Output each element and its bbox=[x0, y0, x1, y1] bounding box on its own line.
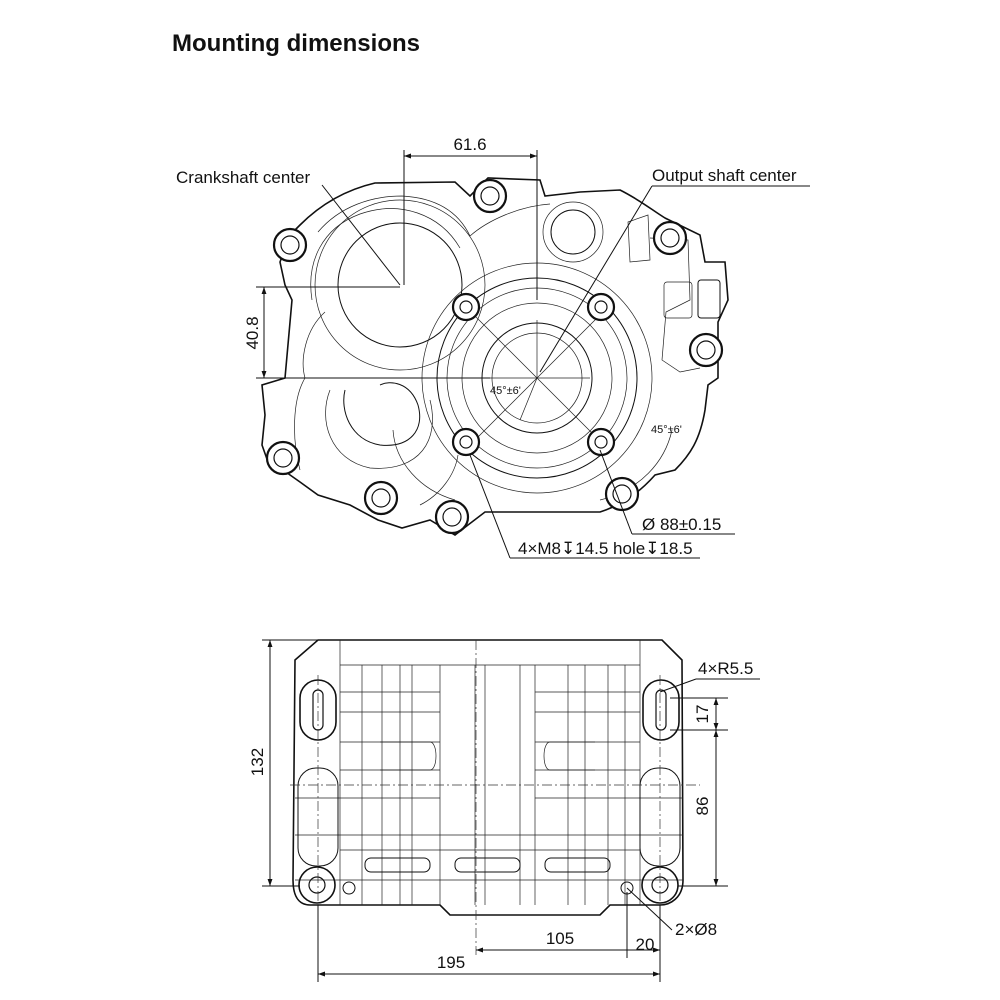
connector-block bbox=[697, 279, 721, 319]
housing-outline bbox=[261, 177, 729, 536]
bottom-body-outline bbox=[292, 639, 684, 916]
angle-label-outer: 45°±6' bbox=[651, 424, 682, 436]
mounting-slot bbox=[642, 679, 680, 741]
m8-hole bbox=[451, 292, 481, 322]
output-shaft-center-label: Output shaft center bbox=[652, 166, 797, 185]
output-hole bbox=[550, 209, 596, 255]
page-title: Mounting dimensions bbox=[172, 30, 420, 57]
mounting-boss bbox=[434, 499, 470, 535]
m8-hole bbox=[586, 292, 616, 322]
dim-132: 132 bbox=[248, 748, 267, 776]
dim-86: 86 bbox=[693, 797, 712, 816]
front-view: 61.6 40.8 Crankshaft center Output shaft… bbox=[176, 135, 810, 559]
mounting-boss bbox=[272, 227, 308, 263]
dim-105: 105 bbox=[546, 929, 574, 948]
crankshaft-circle bbox=[337, 222, 463, 348]
dim-vertical: 40.8 bbox=[243, 316, 262, 349]
crankshaft-center-label: Crankshaft center bbox=[176, 168, 311, 187]
mounting-boss bbox=[604, 476, 640, 512]
mounting-boss bbox=[363, 480, 399, 516]
bottom-view: 132 17 86 4×R5.5 2×Ø8 105 20 195 bbox=[248, 639, 760, 982]
dim-horizontal: 61.6 bbox=[453, 135, 486, 154]
m8-hole bbox=[451, 427, 481, 457]
mounting-boss bbox=[265, 440, 301, 476]
angle-label-inner: 45°±6' bbox=[490, 385, 521, 397]
thread-callout-label: 4×M8↧14.5 hole↧18.5 bbox=[518, 539, 693, 558]
m8-hole bbox=[586, 427, 616, 457]
bottom-mounting-hole bbox=[298, 866, 336, 904]
dim-195: 195 bbox=[437, 953, 465, 972]
pin-hole-label: 2×Ø8 bbox=[675, 920, 717, 939]
dim-20: 20 bbox=[636, 935, 655, 954]
mounting-boss bbox=[472, 178, 508, 214]
slot-radius-label: 4×R5.5 bbox=[698, 659, 753, 678]
mounting-boss bbox=[652, 220, 688, 256]
pin-hole bbox=[342, 881, 356, 895]
dim-17: 17 bbox=[693, 705, 712, 724]
bore-diameter-label: Ø 88±0.15 bbox=[642, 515, 721, 534]
mounting-boss bbox=[688, 332, 724, 368]
